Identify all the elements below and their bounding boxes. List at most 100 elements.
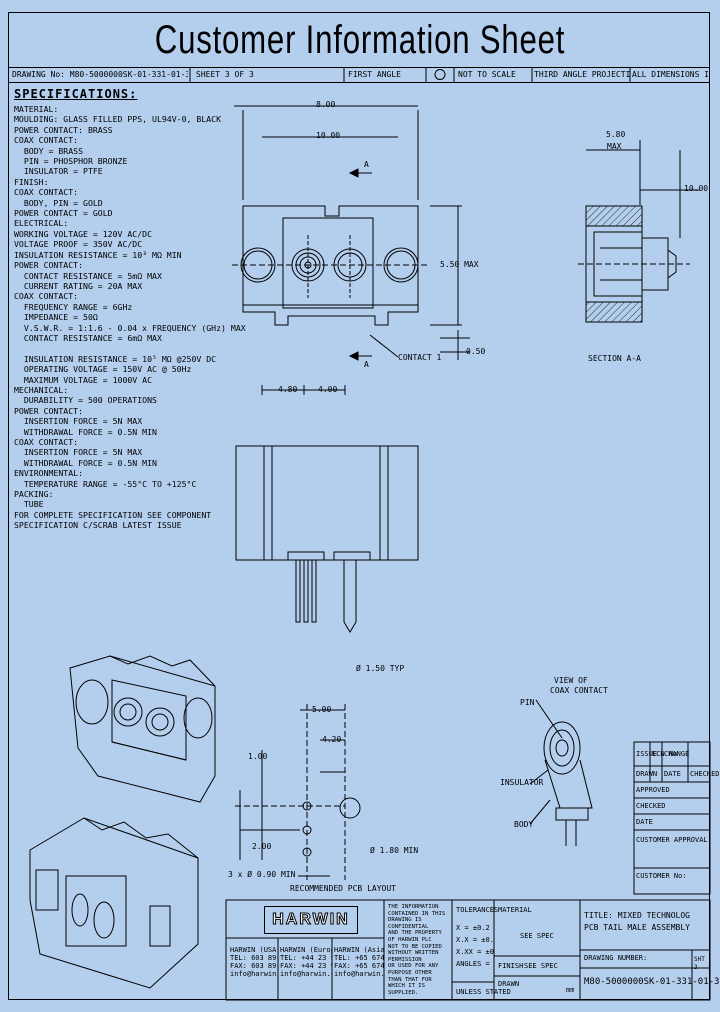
spec-line: MATERIAL: <box>14 104 59 114</box>
office-line: TEL: 603 893 5376 <box>230 954 276 962</box>
header-dimensions: ALL DIMENSIONS IN mm <box>632 70 708 79</box>
dim-right: 10.00 <box>684 184 709 193</box>
spec-line: SPECIFICATION C/SCRAB LATEST ISSUE <box>14 520 182 531</box>
dim-overall: 8.00 <box>316 100 336 109</box>
header-not-to-scale: NOT TO SCALE <box>458 70 516 79</box>
rev-checked: CHECKED <box>690 770 720 778</box>
isometric-view-bottom <box>29 817 199 989</box>
spec-title: SPECIFICATIONS: <box>14 87 138 101</box>
drawing-number: M80-5000000SK-01-331-01-31 <box>584 977 720 987</box>
dim-layout-width: 5.00 <box>312 705 332 714</box>
office-line: FAX: +65 6749 4500 <box>334 962 384 970</box>
pin-label: PIN <box>520 698 535 707</box>
dim-inner: 10.00 <box>316 131 341 140</box>
section-mark-top: A <box>364 160 369 169</box>
spec-line: FREQUENCY RANGE = 6GHz <box>14 301 133 312</box>
spec-line: VOLTAGE PROOF = 350V AC/DC <box>14 239 143 250</box>
rev-date: DATE <box>664 770 681 778</box>
harwin-logo: HARWIN <box>264 906 358 934</box>
finish-label: FINISH <box>498 962 524 970</box>
dim-offset: 0.50 <box>466 347 486 356</box>
dim-max-label: MAX <box>607 142 622 151</box>
spec-line: PACKING: <box>14 489 54 500</box>
spec-line: INSERTION FORCE = 5N MAX <box>14 447 143 458</box>
side-view <box>235 445 419 633</box>
drawn-label: DRAWN <box>498 980 520 988</box>
spec-line: TEMPERATURE RANGE = -55°C TO +125°C <box>14 478 197 489</box>
material-value: SEE SPEC <box>520 932 554 940</box>
office-line: FAX: 603 893 5396 <box>230 962 276 970</box>
dim-pitch-right: 4.00 <box>318 385 338 394</box>
spec-line: FINISH: <box>14 176 49 187</box>
office-line: info@harwin.com.sg <box>334 970 384 978</box>
office-asia: HARWIN (Asia)TEL: +65 6749 4000FAX: +65 … <box>334 946 384 978</box>
notice-line: AND THE PROPERTY <box>388 930 442 937</box>
spec-line: INSULATOR = PTFE <box>14 166 103 177</box>
finish-value: SEE SPEC <box>524 962 558 970</box>
spec-line: CONTACT RESISTANCE = 6mΩ MAX <box>14 332 162 343</box>
spec-line: TUBE <box>14 499 44 510</box>
header-sheet: SHEET 3 OF 3 <box>196 70 254 79</box>
dim-pitch-left: 4.80 <box>278 385 298 394</box>
description-line: TITLE: MIXED TECHNOLOGY <box>584 911 690 920</box>
dim-layout-pitch: 4.20 <box>322 735 342 744</box>
spec-list: MATERIAL:MOULDING: GLASS FILLED PPS, UL9… <box>14 104 246 531</box>
notice-line: THE INFORMATION <box>388 904 439 910</box>
office-line: HARWIN (Europe) LTD <box>280 946 332 954</box>
rev-header-issue: ISSUE <box>636 750 658 758</box>
section-label: SECTION A-A <box>588 354 641 363</box>
tolerance-line: X.XX = ±0.05 <box>456 948 494 956</box>
description-line: PCB TAIL MALE ASSEMBLY <box>584 923 690 932</box>
notice-line: CONFIDENTIAL <box>388 923 429 930</box>
notice-line: OR USED FOR ANY <box>388 963 439 970</box>
header-top-line <box>8 67 710 68</box>
notice-line: THAN THAT FOR <box>388 976 432 983</box>
office-line: HARWIN (Asia) <box>334 946 384 954</box>
notice-line: WHICH IT IS <box>388 983 426 990</box>
tolerances-list: X = ±0.2X.X = ±0.10X.XX = ±0.05ANGLES = … <box>456 922 494 970</box>
dim-max-length: 5.80 <box>606 130 626 139</box>
office-line: TEL: +44 23 9231 4545 <box>280 954 332 962</box>
spec-line: ENVIRONMENTAL: <box>14 468 84 479</box>
scale-value: mm <box>566 986 575 994</box>
spec-line: INSULATION RESISTANCE = 10³ MΩ MIN <box>14 249 182 260</box>
tolerance-line: ANGLES = ±5° <box>456 960 494 968</box>
header-drawing-no: DRAWING No: M80-5000000SK-01-331-01-31 <box>12 70 188 79</box>
spec-line: IMPEDANCE = 50Ω <box>14 312 98 323</box>
spec-line: OPERATING VOLTAGE = 150V AC @ 50Hz <box>14 364 192 375</box>
header-third-angle: THIRD ANGLE PROJECTION <box>534 70 630 79</box>
dim-large-hole: Ø 1.80 MIN <box>370 846 419 855</box>
section-mark-bottom: A <box>364 360 369 369</box>
spec-line: COAX CONTACT: <box>14 291 79 302</box>
spec-line: ELECTRICAL: <box>14 218 69 229</box>
insulator-label: INSULATOR <box>500 778 544 787</box>
dim-small-holes: 3 x Ø 0.90 MIN <box>228 870 296 879</box>
spec-line: MECHANICAL: <box>14 384 69 395</box>
rev-checked-row: CHECKED <box>636 802 666 810</box>
title-description: TITLE: MIXED TECHNOLOGY PCB TAIL MALE ASS… <box>584 910 690 934</box>
notice-line: DRAWING IS <box>388 917 422 924</box>
notice-line: PERMISSION <box>388 956 422 963</box>
coax-contact-view <box>529 699 593 846</box>
spec-line: MOULDING: GLASS FILLED PPS, UL94V-0, BLA… <box>14 114 222 125</box>
title-block <box>225 899 711 1001</box>
rev-customer-no: CUSTOMER No: <box>636 872 687 880</box>
view-label-1: VIEW OF <box>554 676 588 685</box>
isometric-view-top <box>69 655 216 803</box>
tolerance-line: X = ±0.2 <box>456 924 490 932</box>
spec-line: BODY, PIN = GOLD <box>14 197 103 208</box>
spec-line: FOR COMPLETE SPECIFICATION SEE COMPONENT <box>14 509 212 520</box>
office-usa: HARWIN (USA)TEL: 603 893 5376FAX: 603 89… <box>230 946 276 978</box>
header-bottom-line <box>8 82 710 83</box>
contact-label: CONTACT 1 <box>398 353 442 362</box>
spec-line: MAXIMUM VOLTAGE = 1000V AC <box>14 374 153 385</box>
spec-line: BODY = BRASS <box>14 145 84 156</box>
notice-line: OF HARWIN PLC <box>388 936 432 943</box>
office-line: TEL: +65 6749 4000 <box>334 954 384 962</box>
section-view <box>578 140 700 323</box>
unless-stated: UNLESS STATED <box>456 988 511 996</box>
pcb-layout-label: RECOMMENDED PCB LAYOUT <box>290 884 396 893</box>
